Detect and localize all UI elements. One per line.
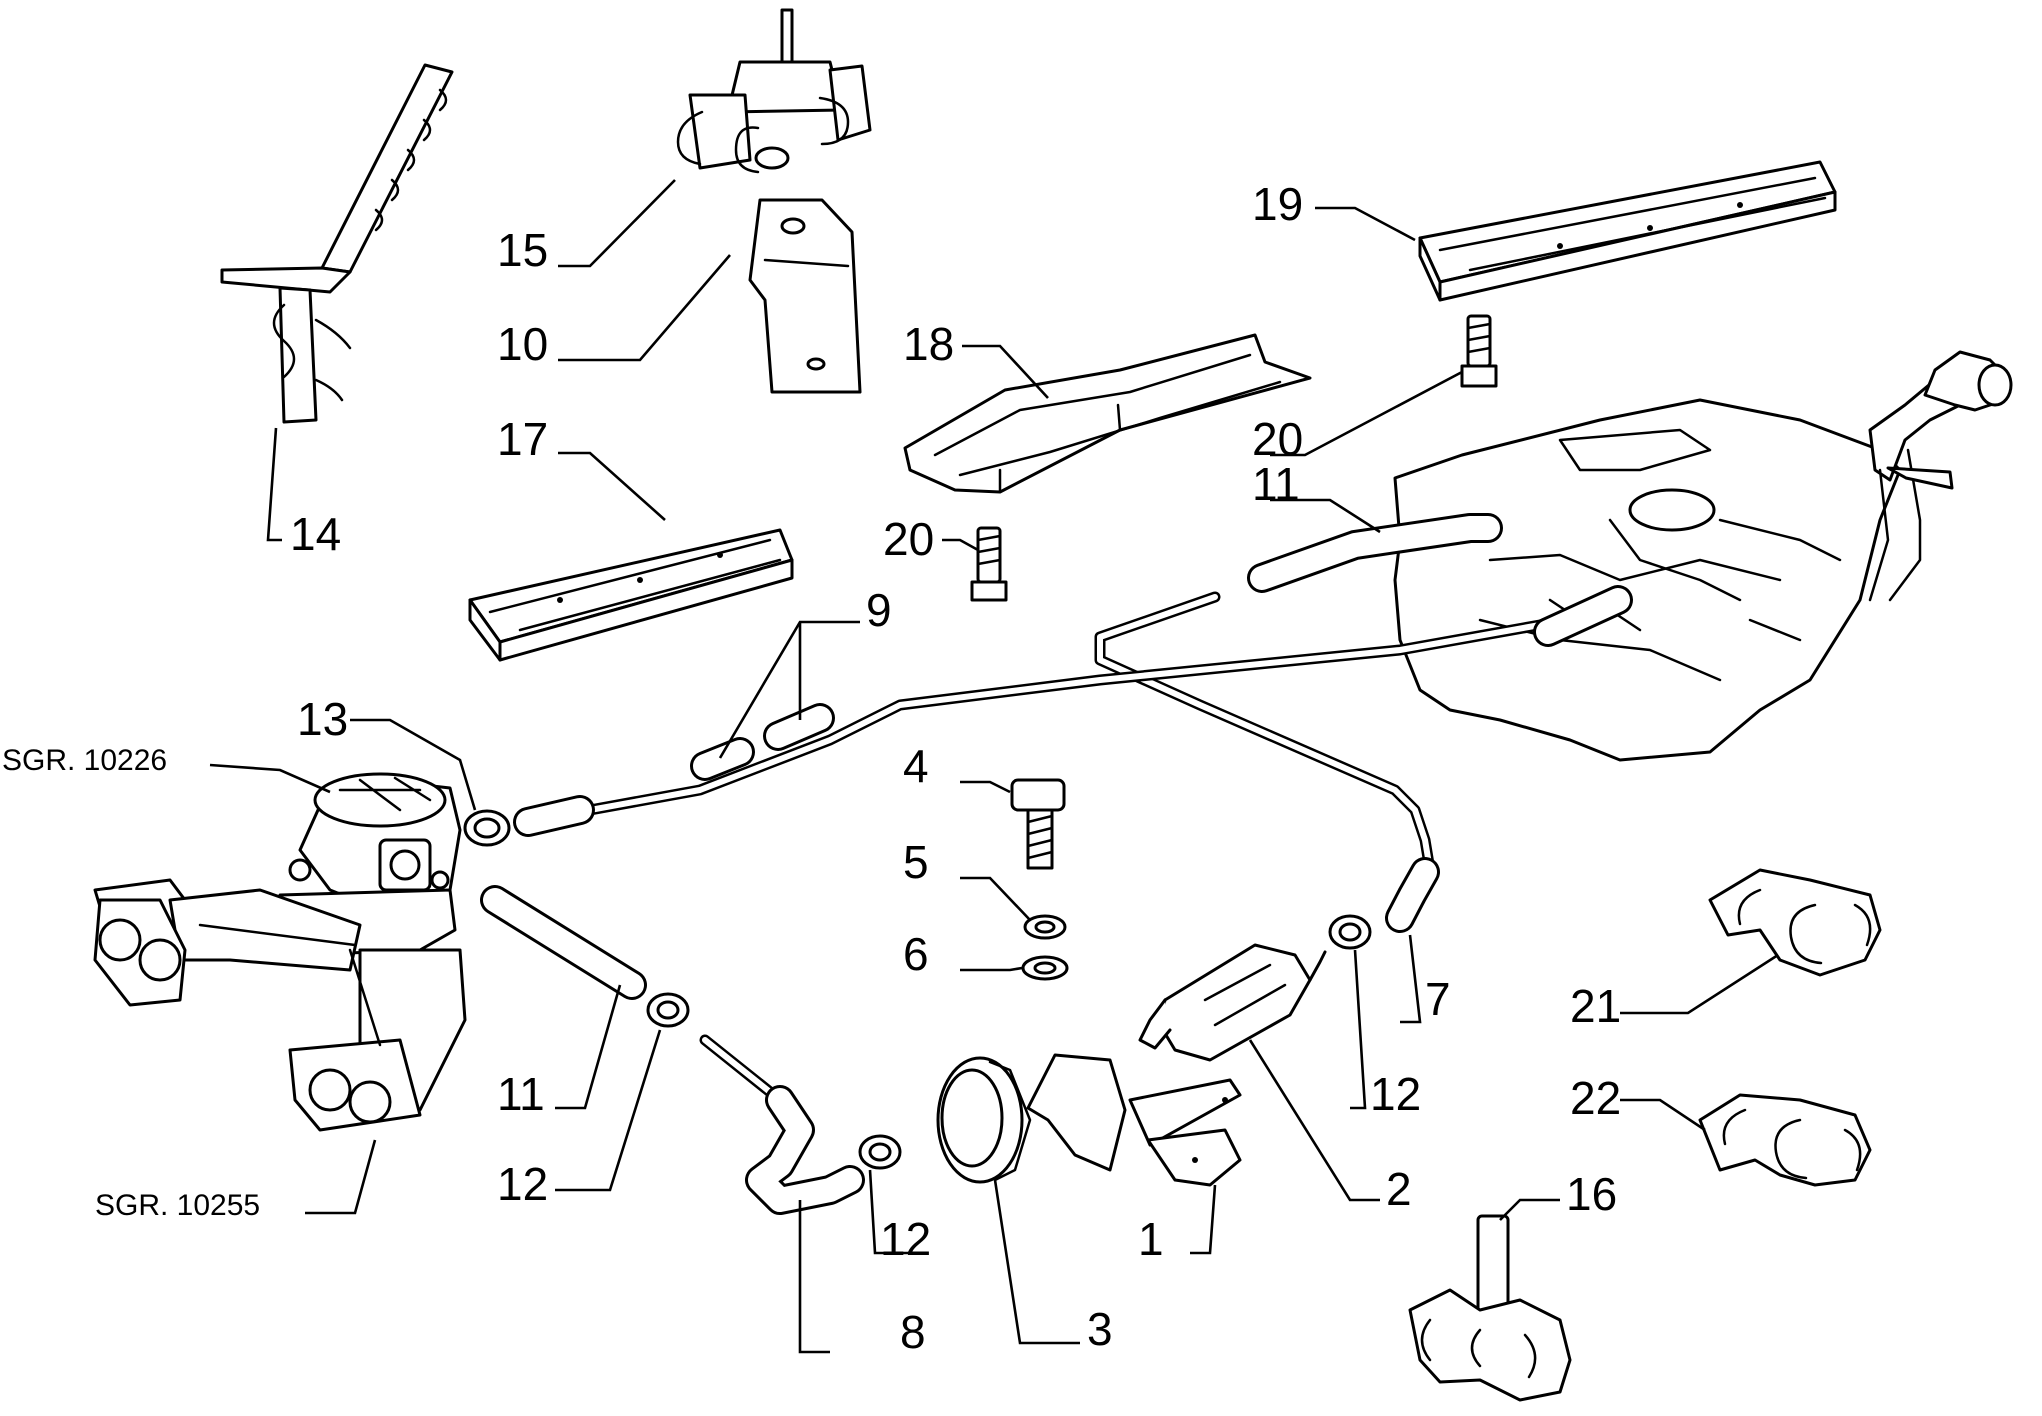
part-13-clip xyxy=(463,809,511,847)
callout-10: 10 xyxy=(497,318,548,370)
part-8-bent-hose xyxy=(699,1034,865,1215)
part-12-clip-mid xyxy=(858,1134,902,1170)
part-20-bolt-right xyxy=(1460,314,1498,388)
callout-7: 7 xyxy=(1425,973,1451,1025)
part-4-bolt xyxy=(1010,778,1066,870)
callout-18: 18 xyxy=(903,318,954,370)
fuel-tank xyxy=(1393,350,2013,762)
part-16-clamp xyxy=(1408,1214,1572,1402)
callout-12-mid: 12 xyxy=(880,1213,931,1265)
callout-21: 21 xyxy=(1570,980,1621,1032)
callout-11-top: 11 xyxy=(1252,458,1300,510)
part-20-bolt-left xyxy=(970,526,1008,602)
callout-12-left: 12 xyxy=(497,1158,548,1210)
part-12-clip-left xyxy=(646,992,690,1028)
part-7-tank-outlet-hose xyxy=(1385,857,1440,933)
callout-3: 3 xyxy=(1087,1303,1113,1355)
reference-manifold: SGR. 10255 xyxy=(95,1189,260,1222)
part-9-fuel-pipe xyxy=(513,585,1633,837)
callout-17: 17 xyxy=(497,413,548,465)
part-1-filter-bracket xyxy=(1026,1053,1242,1187)
callout-20-left: 20 xyxy=(883,513,934,565)
callout-16: 16 xyxy=(1566,1168,1617,1220)
carburettor-assembly xyxy=(288,772,462,912)
part-15-clamp xyxy=(676,8,872,174)
callout-9: 9 xyxy=(866,584,892,636)
callout-5: 5 xyxy=(903,836,929,888)
callout-11-bottom: 11 xyxy=(497,1068,545,1120)
part-5-spring-washer xyxy=(1023,914,1067,940)
part-3-grommet xyxy=(936,1056,1032,1184)
callout-1: 1 xyxy=(1138,1213,1164,1265)
callout-22: 22 xyxy=(1570,1072,1621,1124)
callout-2: 2 xyxy=(1386,1163,1412,1215)
part-10-plate-bracket xyxy=(748,198,862,394)
callout-14: 14 xyxy=(290,508,341,560)
part-11-hose-top xyxy=(1247,513,1503,593)
part-17-channel-strip xyxy=(468,528,794,662)
part-2-fuel-filter xyxy=(1138,943,1327,1062)
part-19-channel-strip xyxy=(1418,160,1837,302)
callout-13: 13 xyxy=(297,693,348,745)
fuel-pipe-routing xyxy=(1094,591,1436,921)
callout-15: 15 xyxy=(497,224,548,276)
callout-8: 8 xyxy=(900,1306,926,1358)
intake-manifold xyxy=(93,878,467,1132)
part-12-clip-right xyxy=(1328,914,1372,950)
part-6-flat-washer xyxy=(1021,955,1069,981)
callout-6: 6 xyxy=(903,928,929,980)
part-14-pipe-support-bracket xyxy=(220,63,454,424)
callout-19: 19 xyxy=(1252,178,1303,230)
part-18-cross-member xyxy=(903,333,1312,494)
part-22-double-clip xyxy=(1698,1093,1872,1187)
callout-4: 4 xyxy=(903,740,929,792)
reference-carburettor: SGR. 10226 xyxy=(2,744,167,777)
callout-labels: 15 10 14 17 18 19 20 20 11 9 13 4 5 6 7 … xyxy=(2,178,1621,1358)
part-11-hose-bottom xyxy=(480,885,647,1000)
callout-12-right: 12 xyxy=(1370,1068,1421,1120)
callout-20-right: 20 xyxy=(1252,413,1303,465)
part-21-double-clip xyxy=(1708,868,1882,977)
leader-lines xyxy=(209,179,1779,1354)
